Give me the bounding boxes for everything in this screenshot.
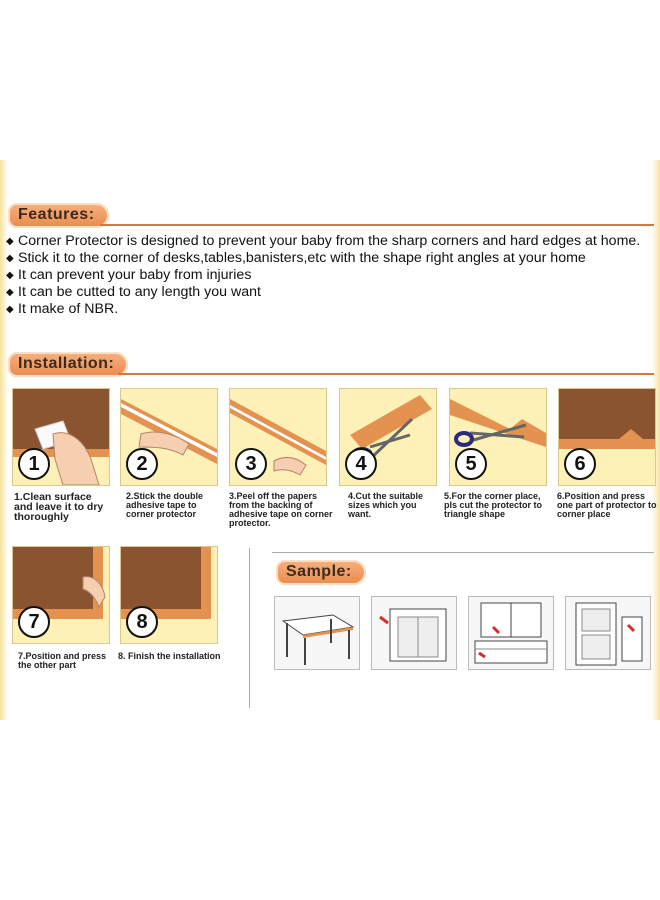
- step-8-caption: 8. Finish the installation: [118, 651, 221, 661]
- sample-window-image: [371, 596, 457, 670]
- step-6-image: 6: [558, 388, 656, 486]
- step-number-badge: 2: [126, 448, 158, 480]
- step-2-caption: 2.Stick the double adhesive tape to corn…: [126, 491, 204, 519]
- feature-item: ◆It can prevent your baby from injuries: [6, 267, 252, 283]
- sample-heading: Sample:: [276, 560, 366, 585]
- step-1-caption: 1.Clean surface and leave it to dry thor…: [14, 491, 104, 523]
- diamond-bullet-icon: ◆: [6, 304, 14, 315]
- vertical-divider: [249, 548, 250, 708]
- step-number-badge: 6: [564, 448, 596, 480]
- door-icon: [575, 602, 643, 666]
- triangle-cut-illustration: [450, 399, 546, 447]
- right-edge-glow: [652, 160, 660, 720]
- window-icon: [379, 608, 447, 662]
- feature-item: ◆Corner Protector is designed to prevent…: [6, 233, 641, 249]
- diamond-bullet-icon: ◆: [6, 270, 14, 281]
- features-title: Features:: [8, 203, 109, 228]
- cabinet-icon: [474, 602, 548, 664]
- press-other-part-illustration: [13, 547, 106, 619]
- feature-item: ◆Stick it to the corner of desks,tables,…: [6, 250, 586, 266]
- step-number-badge: 3: [235, 448, 267, 480]
- peel-paper-illustration: [230, 399, 326, 476]
- step-number-badge: 1: [18, 448, 50, 480]
- features-title-line: [100, 224, 654, 226]
- step-number-badge: 8: [126, 606, 158, 638]
- feature-item: ◆It make of NBR.: [6, 301, 119, 317]
- step-4-caption: 4.Cut the suitable sizes which you want.: [348, 491, 424, 519]
- step-4-image: 4: [339, 388, 437, 486]
- step-3-caption: 3.Peel off the papers from the backing o…: [229, 491, 333, 528]
- step-2-image: 2: [120, 388, 218, 486]
- installation-title: Installation:: [8, 352, 129, 377]
- features-heading: Features:: [8, 203, 109, 228]
- sample-table-image: [274, 596, 360, 670]
- step-number-badge: 5: [455, 448, 487, 480]
- table-icon: [281, 614, 355, 665]
- step-6-caption: 6.Position and press one part of protect…: [557, 491, 657, 519]
- feature-item: ◆It can be cutted to any length you want: [6, 284, 261, 300]
- step-5-image: 5: [449, 388, 547, 486]
- diamond-bullet-icon: ◆: [6, 236, 14, 247]
- installation-heading: Installation:: [8, 352, 129, 377]
- features-list: ◆Corner Protector is designed to prevent…: [6, 233, 656, 318]
- left-edge-glow: [0, 160, 8, 720]
- wipe-surface-illustration: [13, 389, 109, 485]
- diamond-bullet-icon: ◆: [6, 287, 14, 298]
- finished-installation-illustration: [121, 547, 211, 619]
- installation-title-line: [118, 373, 654, 375]
- sample-cabinet-image: [468, 596, 554, 670]
- sample-title: Sample:: [276, 560, 366, 585]
- horizontal-divider: [272, 552, 654, 553]
- step-number-badge: 4: [345, 448, 377, 480]
- step-7-caption: 7.Position and press the other part: [18, 651, 107, 670]
- step-8-image: 8: [120, 546, 218, 644]
- diamond-bullet-icon: ◆: [6, 253, 14, 264]
- step-3-image: 3: [229, 388, 327, 486]
- step-number-badge: 7: [18, 606, 50, 638]
- step-7-image: 7: [12, 546, 110, 644]
- step-1-image: 1: [12, 388, 110, 486]
- sample-door-image: [565, 596, 651, 670]
- step-5-caption: 5.For the corner place, pls cut the prot…: [444, 491, 543, 519]
